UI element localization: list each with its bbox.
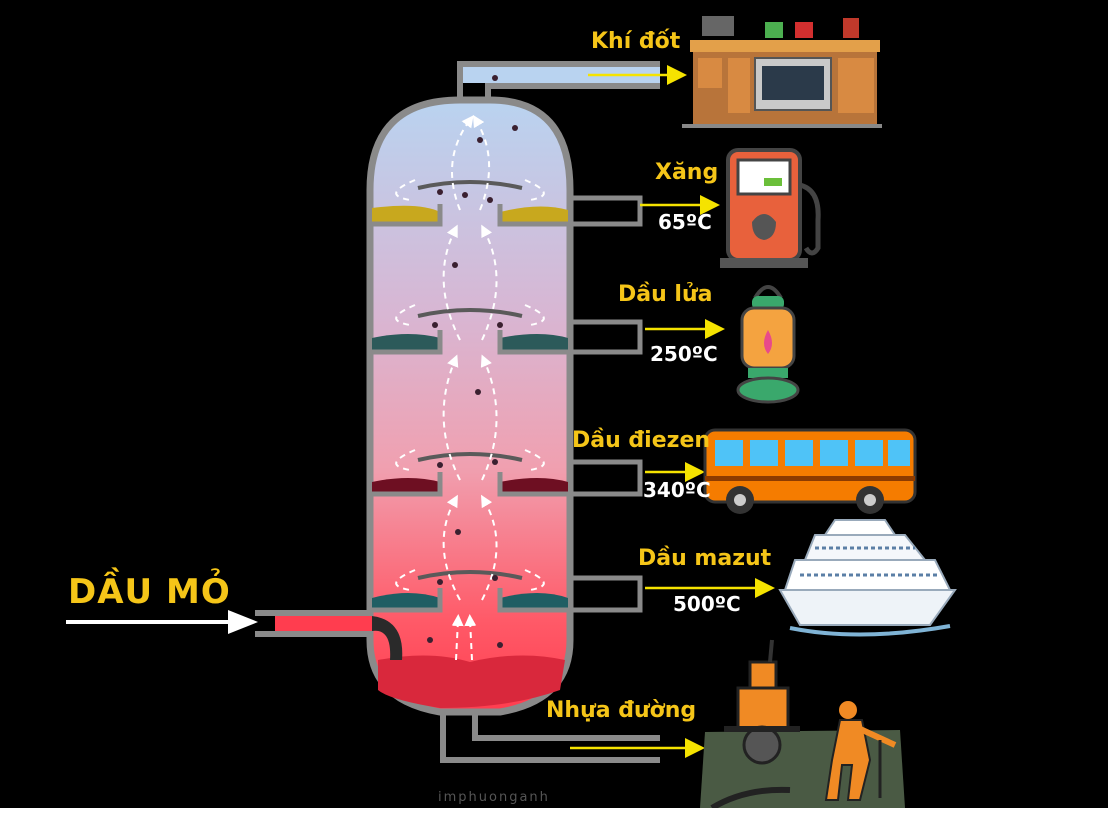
temp-label-gasoline: 65ºC [658,210,712,234]
tray-mazut [372,570,643,613]
vapour-flow-arrows [395,114,545,661]
temp-label-kerosene: 250ºC [650,342,718,366]
watermark: imphuonganh [438,790,550,805]
kitchen-stove-icon [682,16,882,128]
tray-gasoline [372,180,643,227]
cruise-ship-icon [778,519,957,637]
oil-lantern-icon [736,285,800,404]
product-label-gas: Khí đốt [591,29,681,54]
temp-label-diesel: 340ºC [643,478,711,502]
hydrocarbon-particles [427,75,518,648]
product-label-gasoline: Xăng [655,160,719,185]
crude-oil-inlet [66,610,403,660]
road-paving-icon [700,639,905,811]
tray-kerosene [372,308,643,355]
bottom-border [0,808,1108,813]
distillation-column [366,61,660,763]
residue-liquid [378,655,565,708]
product-arrows [570,65,775,758]
product-label-asphalt: Nhựa đường [546,698,697,723]
temp-label-mazut: 500ºC [673,592,741,616]
bus-icon [703,428,917,514]
product-label-kerosene: Dầu lửa [618,282,713,307]
product-label-mazut: Dầu mazut [638,546,772,571]
gas-pump-icon [720,148,821,268]
tray-diesel [372,452,643,497]
crude-oil-label: DẦU MỎ [68,572,231,612]
product-label-diesel: Dầu điezen [572,428,711,453]
